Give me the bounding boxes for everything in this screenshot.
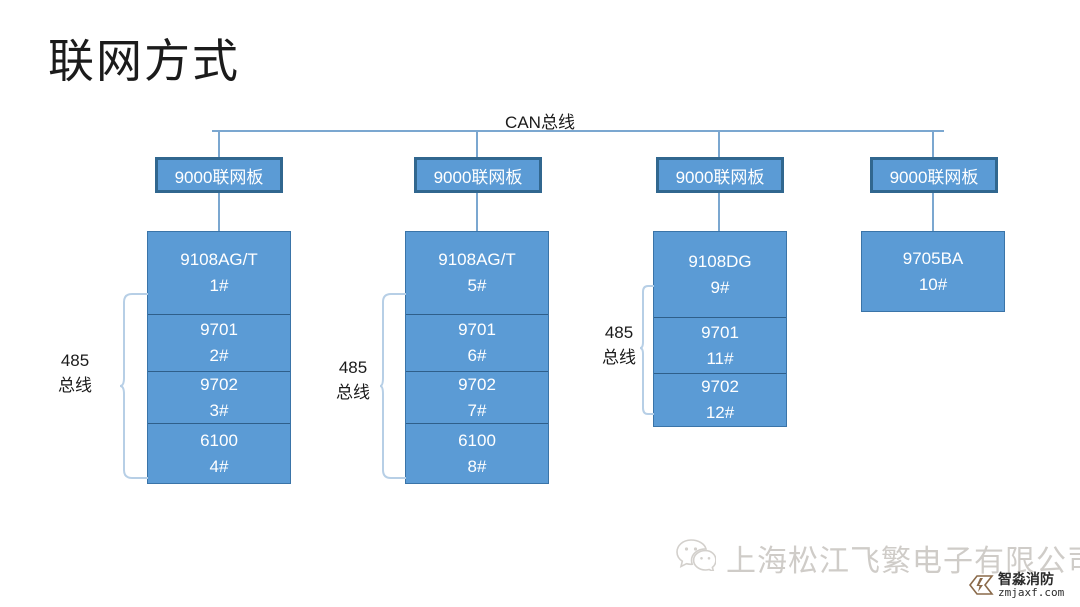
device-address: 3# bbox=[209, 400, 229, 420]
nic-box-3[interactable]: 9000联网板 bbox=[656, 157, 784, 193]
rs485-label-line2: 总线 bbox=[58, 376, 92, 395]
can-drop-line-4 bbox=[932, 130, 934, 158]
device-cell[interactable]: 9702 7# bbox=[406, 371, 548, 423]
device-cell[interactable]: 9705BA 10# bbox=[862, 232, 1004, 311]
device-address: 4# bbox=[209, 456, 229, 476]
rs485-brace-1 bbox=[120, 292, 150, 480]
device-model: 9108DG bbox=[688, 251, 752, 271]
rs485-label-line2: 总线 bbox=[602, 348, 636, 367]
zhimiao-logo-icon bbox=[968, 572, 994, 598]
can-bus-trunk-line bbox=[212, 130, 944, 132]
rs485-label-line1: 485 bbox=[604, 323, 634, 342]
device-stack-4: 9705BA 10# bbox=[861, 231, 1005, 312]
device-model: 9701 bbox=[458, 320, 496, 339]
device-address: 5# bbox=[467, 276, 487, 295]
device-cell[interactable]: 6100 8# bbox=[406, 423, 548, 483]
device-model: 9701 bbox=[200, 320, 238, 339]
nic-to-stack-line-1 bbox=[218, 193, 220, 231]
device-address: 1# bbox=[209, 276, 229, 295]
nic-box-1[interactable]: 9000联网板 bbox=[155, 157, 283, 193]
device-cell[interactable]: 9108AG/T 1# bbox=[148, 232, 290, 314]
device-cell[interactable]: 9108DG 9# bbox=[654, 232, 786, 317]
site-logo: 智淼消防 zmjaxf.com bbox=[968, 572, 1064, 598]
device-model: 9701 bbox=[701, 322, 739, 342]
device-cell[interactable]: 9702 12# bbox=[654, 373, 786, 426]
device-address: 7# bbox=[467, 400, 487, 420]
device-model: 9702 bbox=[701, 377, 739, 396]
device-model: 9108AG/T bbox=[180, 250, 258, 269]
nic-box-label: 9000联网板 bbox=[174, 167, 264, 187]
can-drop-line-2 bbox=[476, 130, 478, 158]
device-address: 9# bbox=[710, 277, 730, 297]
rs485-brace-2 bbox=[380, 292, 408, 480]
device-cell[interactable]: 9701 6# bbox=[406, 314, 548, 371]
device-model: 9108AG/T bbox=[438, 250, 516, 269]
rs485-label-line1: 485 bbox=[338, 358, 368, 377]
nic-box-label: 9000联网板 bbox=[433, 167, 523, 187]
device-cell[interactable]: 9701 11# bbox=[654, 317, 786, 373]
can-bus-label: CAN总线 bbox=[505, 113, 575, 132]
wechat-watermark: 上海松江飞繁电子有限公司 bbox=[676, 536, 1080, 580]
device-cell[interactable]: 9701 2# bbox=[148, 314, 290, 371]
company-watermark-text: 上海松江飞繁电子有限公司 bbox=[726, 545, 1080, 578]
device-model: 9702 bbox=[458, 374, 496, 394]
nic-box-4[interactable]: 9000联网板 bbox=[870, 157, 998, 193]
device-stack-2: 9108AG/T 5# 9701 6# 9702 7# 6100 8# bbox=[405, 231, 549, 484]
nic-to-stack-line-2 bbox=[476, 193, 478, 231]
nic-box-label: 9000联网板 bbox=[889, 167, 979, 187]
device-address: 12# bbox=[705, 403, 735, 422]
device-model: 9705BA bbox=[902, 248, 964, 268]
nic-to-stack-line-4 bbox=[932, 193, 934, 231]
page-title: 联网方式 bbox=[48, 35, 240, 87]
logo-name: 智淼消防 bbox=[998, 571, 1054, 587]
can-drop-line-1 bbox=[218, 130, 220, 158]
device-address: 11# bbox=[706, 348, 734, 368]
nic-to-stack-line-3 bbox=[718, 193, 720, 231]
rs485-label-line1: 485 bbox=[60, 351, 90, 370]
device-address: 10# bbox=[918, 274, 948, 294]
rs485-label-3: 485 总线 bbox=[596, 320, 642, 370]
device-address: 2# bbox=[209, 346, 229, 365]
rs485-label-2: 485 总线 bbox=[322, 355, 384, 405]
logo-url: zmjaxf.com bbox=[998, 585, 1065, 599]
rs485-label-1: 485 总线 bbox=[40, 348, 110, 398]
device-cell[interactable]: 9108AG/T 5# bbox=[406, 232, 548, 314]
device-cell[interactable]: 6100 4# bbox=[148, 423, 290, 483]
wechat-icon bbox=[676, 537, 717, 579]
can-drop-line-3 bbox=[718, 130, 720, 158]
device-cell[interactable]: 9702 3# bbox=[148, 371, 290, 423]
nic-box-label: 9000联网板 bbox=[675, 167, 765, 187]
device-model: 6100 bbox=[200, 430, 238, 450]
device-stack-1: 9108AG/T 1# 9701 2# 9702 3# 6100 4# bbox=[147, 231, 291, 484]
device-model: 6100 bbox=[458, 430, 496, 450]
device-address: 8# bbox=[467, 456, 487, 476]
nic-box-2[interactable]: 9000联网板 bbox=[414, 157, 542, 193]
device-model: 9702 bbox=[200, 374, 238, 394]
rs485-label-line2: 总线 bbox=[336, 383, 370, 402]
device-address: 6# bbox=[467, 346, 487, 365]
device-stack-3: 9108DG 9# 9701 11# 9702 12# bbox=[653, 231, 787, 427]
